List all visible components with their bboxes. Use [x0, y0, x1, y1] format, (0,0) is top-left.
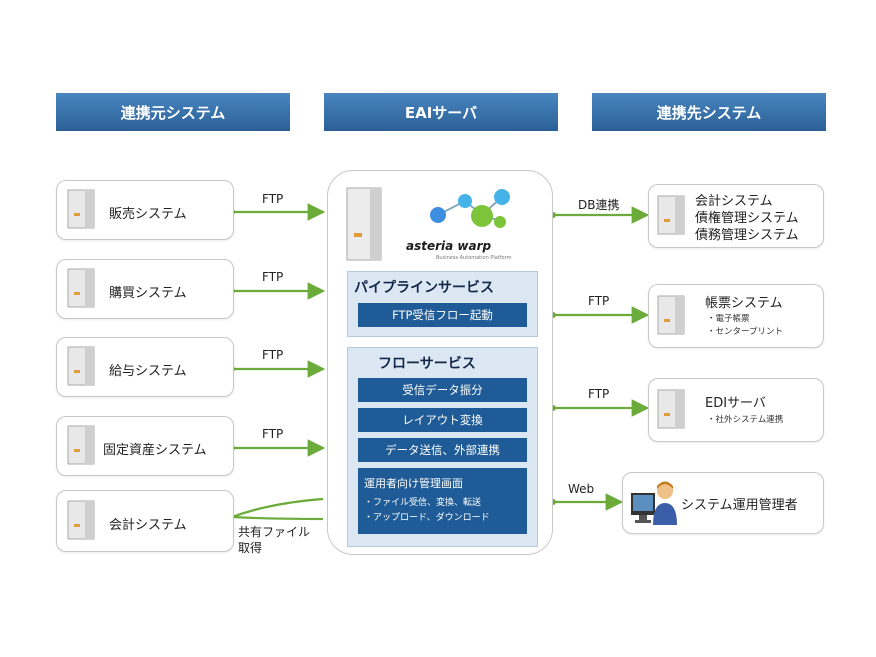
arrow-accounting-top	[231, 497, 324, 519]
eai-header-label: EAIサーバ	[404, 103, 478, 122]
source-system-label: 会計システム	[109, 518, 187, 533]
target-system-label: EDIサーバ	[705, 396, 766, 411]
link-label-web: Web	[568, 482, 595, 496]
target-system-edi: EDIサーバ ・社外システム連携	[648, 378, 824, 442]
server-icon	[657, 389, 685, 429]
server-icon	[657, 295, 685, 335]
source-system-label: 販売システム	[109, 207, 187, 222]
source-system-sales: 販売システム	[56, 180, 234, 240]
link-label-purchasing: FTP	[262, 270, 284, 284]
target-system-label: 帳票システム	[705, 296, 783, 311]
eai-server-header: EAIサーバ	[324, 93, 558, 131]
server-icon	[67, 268, 95, 308]
link-label-payroll: FTP	[262, 348, 284, 362]
ops-admin-line: ・ファイル受信、変換、転送	[364, 498, 482, 508]
source-system-label: 給与システム	[109, 364, 187, 379]
source-system-label: 固定資産システム	[103, 443, 207, 458]
ops-admin-screen: 運用者向け管理画面 ・ファイル受信、変換、転送 ・アップロード、ダウンロード	[358, 468, 527, 534]
link-label-sales: FTP	[262, 192, 284, 206]
link-label-ledger-ftp: FTP	[588, 294, 610, 308]
ops-admin-line: ・アップロード、ダウンロード	[364, 513, 490, 523]
source-system-purchasing: 購買システム	[56, 259, 234, 319]
link-label-shared-file: 共有ファイル 取得	[238, 525, 311, 555]
flow-item-distribute: 受信データ振分	[358, 378, 527, 402]
target-system-label: システム運用管理者	[681, 498, 798, 513]
logo-subtext: Business Automation Platform	[436, 255, 512, 261]
asteria-logo-icon	[430, 189, 510, 228]
link-label-fixed-assets: FTP	[262, 427, 284, 441]
target-system-label: 会計システム	[695, 194, 773, 209]
arrow-accounting-bottom	[231, 515, 324, 521]
target-system-admin: システム運用管理者	[622, 472, 824, 534]
pipeline-item-ftp-trigger: FTP受信フロー起動	[358, 303, 527, 327]
admin-user-icon	[631, 481, 677, 525]
target-systems-header: 連携先システム	[592, 93, 826, 131]
flow-service-panel: フローサービス 受信データ振分 レイアウト変換 データ送信、外部連携 運用者向け…	[347, 347, 538, 547]
ops-admin-title: 運用者向け管理画面	[364, 477, 463, 490]
server-icon	[67, 500, 95, 540]
pipeline-service-title: パイプラインサービス	[354, 280, 494, 296]
target-system-sublabel: ・電子帳票	[707, 314, 750, 324]
link-label-db: DB連携	[578, 198, 620, 212]
server-icon	[67, 346, 95, 386]
target-system-label: 債務管理システム	[695, 228, 799, 243]
eai-server-box: asteria warp Business Automation Platfor…	[327, 170, 553, 555]
target-system-accounting: 会計システム 債権管理システム 債務管理システム	[648, 184, 824, 248]
server-icon	[67, 425, 95, 465]
target-header-label: 連携先システム	[656, 103, 762, 122]
server-icon	[67, 189, 95, 229]
server-icon	[657, 195, 685, 235]
source-system-accounting: 会計システム	[56, 490, 234, 552]
flow-service-title: フローサービス	[378, 356, 476, 372]
logo-text: asteria warp	[406, 239, 492, 253]
source-system-label: 購買システム	[109, 286, 187, 301]
target-system-sublabel: ・センタープリント	[707, 327, 783, 337]
source-system-payroll: 給与システム	[56, 337, 234, 397]
target-system-sublabel: ・社外システム連携	[707, 415, 784, 425]
source-systems-header: 連携元システム	[56, 93, 290, 131]
target-system-ledger: 帳票システム ・電子帳票 ・センタープリント	[648, 284, 824, 348]
source-header-label: 連携元システム	[120, 103, 226, 122]
eai-server-icon	[346, 187, 382, 261]
flow-item-layout-convert: レイアウト変換	[358, 408, 527, 432]
source-system-fixed-assets: 固定資産システム	[56, 416, 234, 476]
pipeline-service-panel: パイプラインサービス FTP受信フロー起動	[347, 271, 538, 337]
link-label-edi-ftp: FTP	[588, 387, 610, 401]
target-system-label: 債権管理システム	[695, 211, 799, 226]
flow-item-send-external: データ送信、外部連携	[358, 438, 527, 462]
